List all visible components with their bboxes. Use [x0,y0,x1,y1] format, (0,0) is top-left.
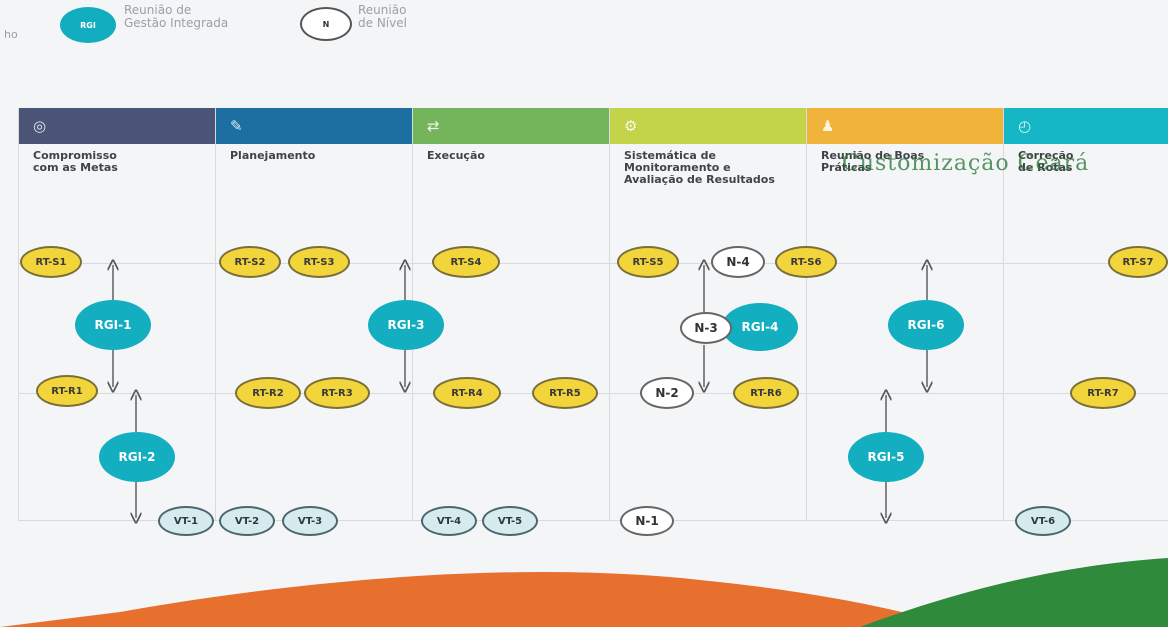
node-rgi-2: RGI-2 [99,432,175,482]
process-columns: ◎ Compromisso com as Metas ✎ Planejament… [18,108,1168,520]
node-rt-s1: RT-S1 [20,246,82,278]
column-planejamento: ✎ Planejamento [215,108,412,520]
execution-arrows-icon: ⇄ [427,117,440,135]
column-monitoramento: ⚙ Sistemática de Monitoramento e Avaliaç… [609,108,806,520]
column-title: Compromisso com as Metas [19,144,215,174]
column-title-line: Correção [1018,149,1074,162]
node-n-2: N-2 [640,377,694,409]
wave-green [860,558,1168,627]
column-header-bar: ✎ [216,108,412,144]
column-title-line: Execução [427,149,485,162]
node-vt-6: VT-6 [1015,506,1071,536]
column-execucao: ⇄ Execução [412,108,609,520]
column-title: Planejamento [216,144,412,162]
node-rt-r5: RT-R5 [532,377,598,409]
node-rt-s7: RT-S7 [1108,246,1168,278]
node-rt-r2: RT-R2 [235,377,301,409]
row-divider-vt [18,520,1168,521]
node-rt-r4: RT-R4 [433,377,501,409]
legend-n-label-line2: de Nível [358,16,407,30]
node-vt-5: VT-5 [482,506,538,536]
legend-rgi-label-line1: Reunião de [124,3,192,17]
column-title-line: Planejamento [230,149,316,162]
column-title: Execução [413,144,609,162]
node-rt-r3: RT-R3 [304,377,370,409]
legend-n-badge: N [300,7,352,41]
node-rgi-1: RGI-1 [75,300,151,350]
column-title-line: de Rotas [1018,161,1073,174]
column-title: Reunião de Boas Práticas [807,144,1003,174]
legend-lead-text: ho [4,28,18,41]
column-title-line: Avaliação de Resultados [624,173,775,186]
node-n-1: N-1 [620,506,674,536]
node-vt-1: VT-1 [158,506,214,536]
node-rgi-5: RGI-5 [848,432,924,482]
legend-rgi-label: Reunião de Gestão Integrada [124,4,228,30]
column-correcao: ◴ Correção de Rotas [1003,108,1168,520]
node-vt-4: VT-4 [421,506,477,536]
node-rt-s6: RT-S6 [775,246,837,278]
node-n-4: N-4 [711,246,765,278]
node-rt-r7: RT-R7 [1070,377,1136,409]
node-rt-r6: RT-R6 [733,377,799,409]
column-title: Sistemática de Monitoramento e Avaliação… [610,144,806,186]
wave-orange [0,571,960,627]
monitoring-gears-icon: ⚙ [624,117,638,135]
people-icon: ♟ [821,117,835,135]
legend: ho RGI Reunião de Gestão Integrada N Reu… [0,0,1168,60]
column-title: Correção de Rotas [1004,144,1168,174]
column-title-line: Reunião de Boas [821,149,925,162]
node-vt-2: VT-2 [219,506,275,536]
compass-icon: ◴ [1018,117,1032,135]
node-rgi-4: RGI-4 [722,303,798,351]
legend-n-label: Reunião de Nível [358,4,407,30]
column-header-bar: ◎ [19,108,215,144]
column-boas-praticas: ♟ Reunião de Boas Práticas [806,108,1003,520]
node-rgi-3: RGI-3 [368,300,444,350]
legend-rgi-badge: RGI [60,7,116,43]
column-title-line: com as Metas [33,161,118,174]
row-divider-s [18,263,1168,264]
column-header-bar: ⚙ [610,108,806,144]
column-header-bar: ◴ [1004,108,1168,144]
decorative-wave [0,558,1168,627]
column-compromisso: ◎ Compromisso com as Metas [18,108,215,520]
target-icon: ◎ [33,117,47,135]
column-title-line: Monitoramento e [624,161,731,174]
legend-n-label-line1: Reunião [358,3,407,17]
node-vt-3: VT-3 [282,506,338,536]
column-header-bar: ♟ [807,108,1003,144]
column-title-line: Práticas [821,161,872,174]
node-rt-s3: RT-S3 [288,246,350,278]
column-title-line: Sistemática de [624,149,716,162]
node-n-3: N-3 [680,312,732,344]
node-rt-s2: RT-S2 [219,246,281,278]
node-rt-s5: RT-S5 [617,246,679,278]
column-title-line: Compromisso [33,149,117,162]
document-edit-icon: ✎ [230,117,243,135]
node-rt-r1: RT-R1 [36,375,98,407]
legend-rgi-label-line2: Gestão Integrada [124,16,229,30]
node-rt-s4: RT-S4 [432,246,500,278]
watermark-text: Customização Ceará [842,151,1090,176]
column-header-bar: ⇄ [413,108,609,144]
node-rgi-6: RGI-6 [888,300,964,350]
